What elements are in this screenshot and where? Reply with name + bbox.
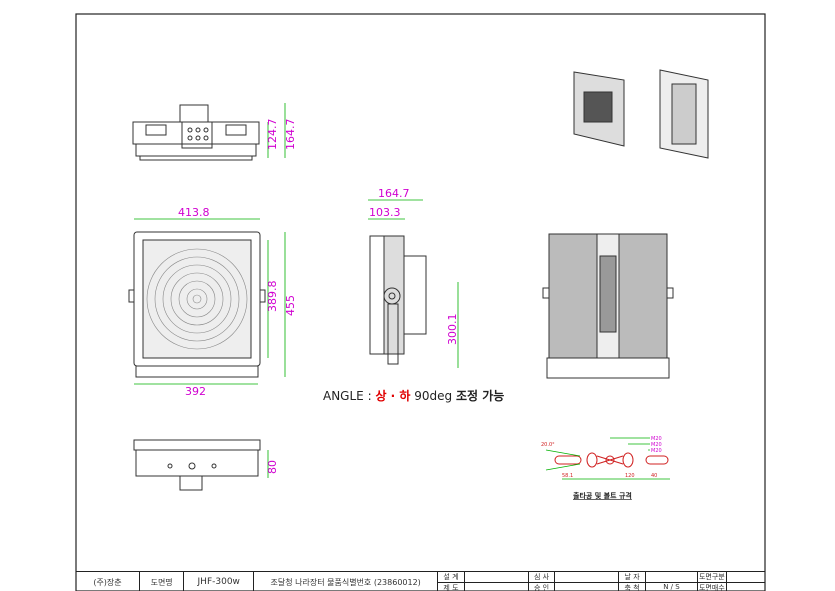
angle-suffix: 조정 가능 bbox=[455, 389, 505, 403]
side-view-dims bbox=[368, 199, 459, 368]
bolt-spec-title: 출타공 및 볼트 규격 bbox=[573, 491, 632, 500]
drawing-name: JHF-300w bbox=[184, 572, 255, 591]
back-view bbox=[542, 233, 674, 379]
review-label: 심 사 bbox=[528, 572, 555, 583]
bolt-dim-3: 40 bbox=[651, 473, 657, 479]
angle-note: ANGLE : 상 · 하 90deg 조정 가능 bbox=[323, 387, 504, 404]
scale-label: 축 척 bbox=[624, 584, 640, 591]
dim-front-width-top: 413.8 bbox=[178, 206, 210, 219]
sheet-border bbox=[75, 13, 766, 591]
bolt-size-2: M20 bbox=[651, 442, 662, 448]
bolt-size-3: M20 bbox=[651, 448, 662, 454]
bolt-dim-2: 120 bbox=[625, 473, 635, 479]
side-view bbox=[369, 235, 427, 365]
title-block: (주)장춘 도면명 JHF-300w 조달청 나라장터 물품식별번호 (2386… bbox=[76, 571, 765, 591]
dim-front-height: 455 bbox=[284, 295, 297, 316]
dim-side-depth-total: 164.7 bbox=[378, 187, 410, 200]
date-label: 날 자 bbox=[619, 572, 645, 583]
angle-prefix: ANGLE : bbox=[323, 389, 372, 403]
angle-direction: 상 · 하 bbox=[375, 389, 411, 403]
bottom-view bbox=[133, 439, 261, 491]
bolt-angle: 20.0° bbox=[541, 442, 555, 448]
approve-label: 승 인 bbox=[533, 584, 550, 591]
procurement-id: 조달청 나라장터 물품식별번호 (23860012) bbox=[254, 572, 439, 591]
sheet-label: 도면매수 bbox=[698, 584, 725, 591]
top-view-dims bbox=[267, 103, 286, 158]
bolt-size-1: M20 bbox=[651, 436, 662, 442]
front-view bbox=[128, 231, 266, 378]
drawing-name-label: 도면명 bbox=[140, 572, 185, 591]
top-view bbox=[132, 104, 260, 161]
dim-side-depth: 103.3 bbox=[369, 206, 401, 219]
dim-front-inner-height: 389.8 bbox=[266, 281, 279, 313]
bolt-spec-diagram bbox=[545, 437, 670, 480]
company: (주)장춘 bbox=[76, 572, 140, 591]
dim-bottom-height: 80 bbox=[266, 460, 279, 474]
draft-label: 제 도 bbox=[443, 584, 459, 591]
dim-side-bracket-height: 300.1 bbox=[446, 314, 459, 346]
dim-top-height: 124.7 bbox=[266, 119, 279, 151]
design-label: 설 계 bbox=[438, 572, 464, 583]
scale-value: N / S bbox=[663, 583, 680, 591]
front-view-dims bbox=[134, 218, 286, 385]
bolt-dim-1: 58.1 bbox=[562, 473, 573, 479]
category-label: 도면구분 bbox=[698, 573, 726, 583]
isometric-views bbox=[573, 69, 709, 159]
dim-top-total: 164.7 bbox=[284, 119, 297, 151]
dim-front-width-bottom: 392 bbox=[185, 385, 206, 398]
angle-value: 90deg bbox=[414, 389, 453, 403]
